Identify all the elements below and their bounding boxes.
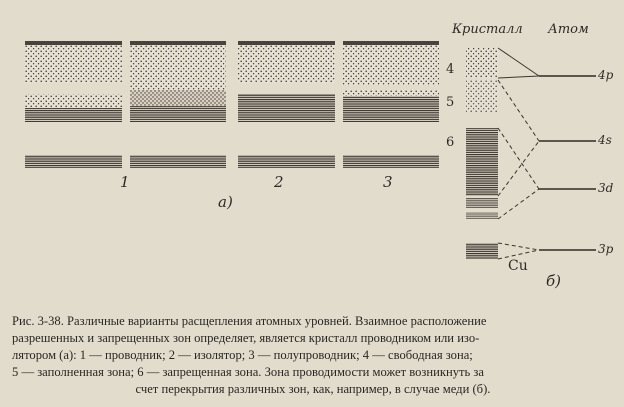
caption-line: разрешенных и запрещенных зон определяет… [12,331,480,345]
crystal-band-4p [466,48,498,78]
part-b-label: б) [546,272,562,290]
column-1-conductor [25,41,226,168]
caption-line: лятором (а): 1 — проводник; 2 — изолятор… [12,348,473,362]
level-label-3d: 3d [598,181,614,195]
caption-line: Рис. 3-38. Различные варианты расщеплени… [12,314,487,328]
zone-label-4: 4 [446,62,455,77]
band-diagram-figure [25,41,596,260]
lower-band [25,155,122,168]
level-label-3p: 3p [598,242,614,256]
column-label-1: 1 [120,173,130,191]
level-label-4s: 4s [598,133,612,147]
column-3-semiconductor [343,41,439,168]
copper-crystal-bands [466,48,498,259]
zone-label-6: 6 [446,135,455,150]
figure-caption: Рис. 3-38. Различные варианты расщеплени… [12,313,614,398]
column-label-2: 2 [274,173,284,191]
column-label-3: 3 [383,173,393,191]
caption-line: 5 — заполненная зона; 6 — запрещенная зо… [12,365,484,379]
level-label-4p: 4p [598,68,614,82]
caption-line: счет перекрытия различных зон, как, напр… [135,382,491,396]
column-2-insulator [238,41,335,168]
connection-lines [497,47,540,260]
crystal-band-4s-3d [466,128,498,196]
free-zone [25,45,122,83]
part-a-label: а) [218,193,233,211]
header-crystal: Кристалл [452,22,523,37]
crystal-band-3p [466,243,498,259]
zone-label-5: 5 [446,95,455,110]
element-label-cu: Cu [508,258,528,274]
header-atom: Атом [548,22,589,37]
atomic-levels [539,75,596,251]
filled-zone [25,108,122,122]
